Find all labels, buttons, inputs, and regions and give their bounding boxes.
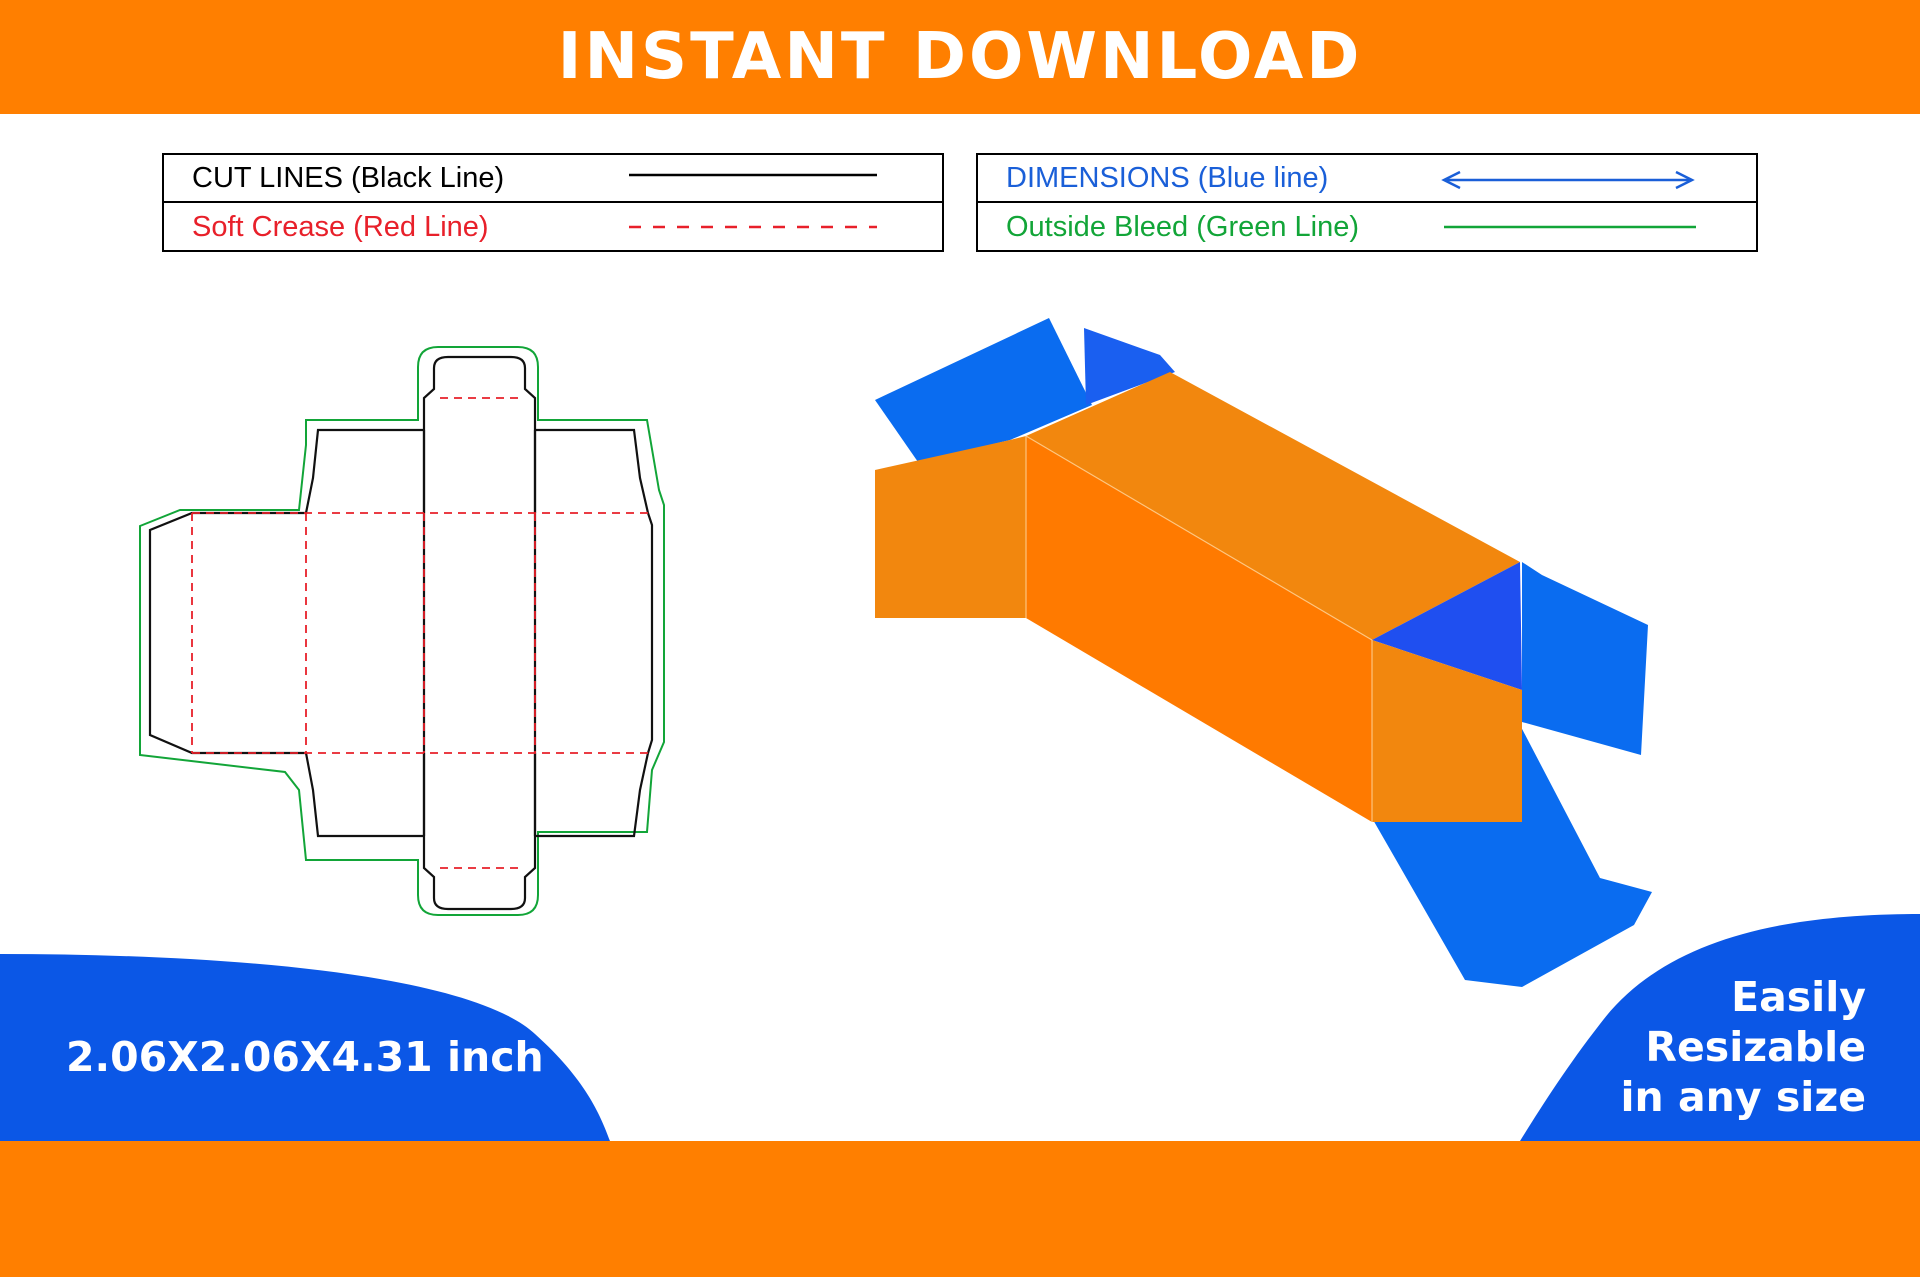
box-edges — [1025, 435, 1373, 822]
cut-line-sample — [629, 173, 877, 177]
left-end-face — [875, 436, 1026, 618]
right-flap — [1522, 562, 1648, 755]
legend-label-soft-crease: Soft Crease (Red Line) — [192, 210, 489, 243]
resizable-badge — [1520, 914, 1920, 1141]
banner-title: INSTANT DOWNLOAD — [557, 20, 1363, 94]
cut-lines — [148, 355, 654, 911]
box-dieline — [139, 346, 665, 916]
top-face — [1026, 372, 1520, 640]
legend-row-soft-crease: Soft Crease (Red Line) — [164, 203, 942, 251]
back-flap-center — [1084, 328, 1175, 405]
legend-row-outside-bleed: Outside Bleed (Green Line) — [978, 203, 1756, 251]
legend-row-cut-lines: CUT LINES (Black Line) — [164, 155, 942, 203]
legend-label-outside-bleed: Outside Bleed (Green Line) — [1006, 210, 1360, 243]
outside-bleed-outline — [139, 346, 665, 916]
resizable-line-3: in any size — [1620, 1073, 1867, 1121]
right-end-face — [1372, 640, 1522, 822]
bottom-banner — [0, 1141, 1920, 1277]
front-face — [1026, 436, 1372, 822]
top-banner: INSTANT DOWNLOAD — [0, 0, 1920, 114]
resizable-text: Easily Resizable in any size — [1621, 972, 1867, 1122]
dimensions-badge — [0, 954, 610, 1141]
end-inner-flap — [1372, 562, 1522, 690]
box-dimensions-text: 2.06X2.06X4.31 inch — [66, 1033, 544, 1081]
resizable-line-1: Easily — [1731, 973, 1866, 1021]
dimension-arrow-sample — [1441, 170, 1695, 190]
crease-lines — [191, 397, 648, 869]
legend-row-dimensions: DIMENSIONS (Blue line) — [978, 155, 1756, 203]
legend-right: DIMENSIONS (Blue line) Outside Bleed (Gr… — [976, 153, 1758, 252]
legend-left: CUT LINES (Black Line) Soft Crease (Red … — [162, 153, 944, 252]
box-3d-illustration — [875, 318, 1652, 987]
bleed-line-sample — [1444, 225, 1696, 229]
back-flap-left — [875, 318, 1092, 462]
legend-label-cut-lines: CUT LINES (Black Line) — [192, 161, 505, 194]
crease-line-sample — [629, 225, 877, 229]
resizable-line-2: Resizable — [1645, 1023, 1866, 1071]
legend-label-dimensions: DIMENSIONS (Blue line) — [1006, 161, 1329, 194]
